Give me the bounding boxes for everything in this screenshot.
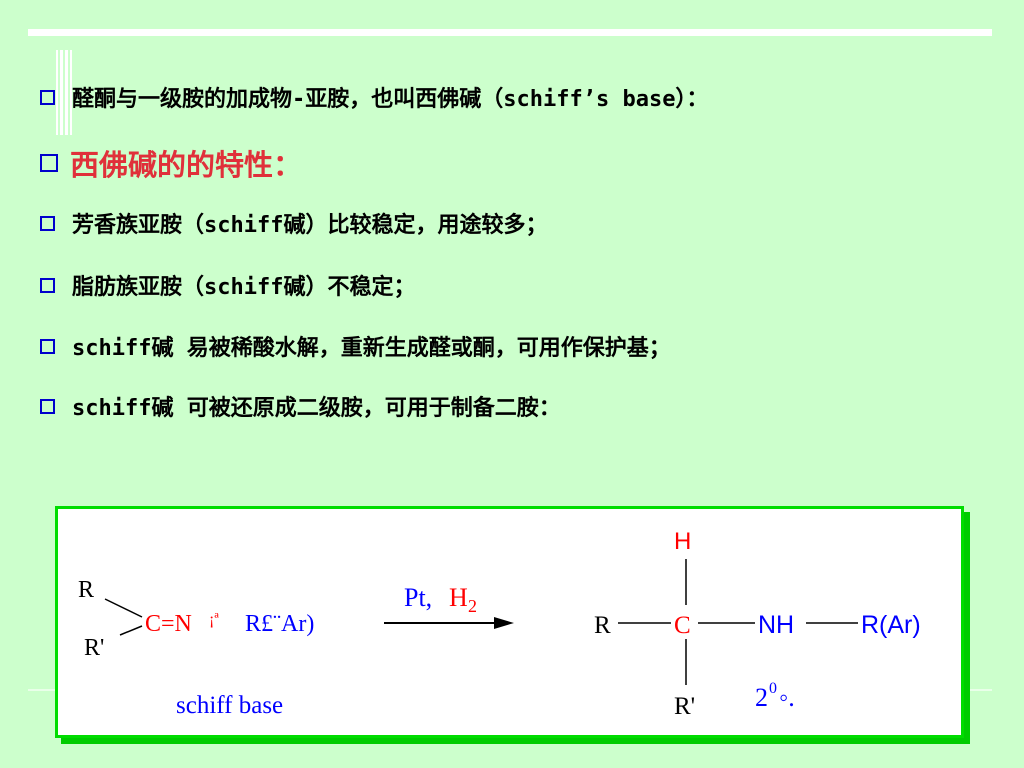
imine-group: C=N [145, 611, 192, 637]
reaction-arrow-icon [494, 617, 514, 629]
bullet-text: 脂肪族亚胺（schiff碱）不稳定； [72, 275, 416, 300]
bullet-text: 芳香族亚胺（schiff碱）比较稳定，用途较多； [72, 213, 548, 238]
bullet-item: schiff碱 易被稀酸水解，重新生成醛或酮，可用作保护基； [40, 330, 671, 362]
reagent-hydrogen: H [449, 583, 468, 612]
reagent-catalyst: Pt, [404, 583, 432, 612]
checkbox-bullet-icon [40, 338, 55, 354]
reactant-r-bottom: R' [84, 635, 104, 661]
imine-garbled-glyphs: ¡ª [209, 611, 219, 628]
checkbox-bullet-icon [40, 154, 58, 172]
bullet-item: schiff碱 可被还原成二级胺，可用于制备二胺： [40, 390, 561, 422]
reaction-diagram: R R' C=N ¡ª R£¨Ar) schiff base Pt, H 2 H… [55, 506, 964, 738]
schiff-base-caption: schiff base [176, 692, 283, 719]
checkbox-bullet-icon [40, 215, 55, 231]
bullet-item: 脂肪族亚胺（schiff碱）不稳定； [40, 269, 415, 301]
bullet-item-heading: 西佛碱的的特性： [40, 142, 302, 184]
bullet-heading-text: 西佛碱的的特性： [70, 148, 303, 182]
product-r-bottom: R' [674, 693, 695, 720]
product-r-left: R [594, 612, 611, 639]
product-nh: NH [758, 611, 794, 639]
reaction-scheme: R R' C=N ¡ª R£¨Ar) schiff base Pt, H 2 H… [78, 528, 921, 720]
checkbox-bullet-icon [40, 277, 55, 293]
imine-substituent: R£¨Ar) [245, 611, 314, 637]
reactant-r-top: R [78, 577, 94, 603]
bullet-item: 芳香族亚胺（schiff碱）比较稳定，用途较多； [40, 207, 547, 239]
checkbox-bullet-icon [40, 89, 55, 105]
reactant-bond-bottom [119, 625, 143, 636]
decorative-bars [56, 50, 72, 135]
product-carbon: C [674, 612, 691, 639]
reagent-hydrogen-subscript: 2 [468, 596, 477, 616]
product-label: 2 [755, 683, 768, 712]
bullet-text: schiff碱 易被稀酸水解，重新生成醛或酮，可用作保护基； [72, 336, 671, 361]
bullet-item: 醛酮与一级胺的加成物-亚胺，也叫西佛碱（schiff’s base）： [40, 81, 708, 113]
product-hydrogen: H [674, 528, 691, 555]
product-r-ar: R(Ar) [861, 611, 921, 639]
product-label-tail: ◦. [779, 683, 795, 712]
top-rule [28, 29, 992, 36]
checkbox-bullet-icon [40, 398, 55, 414]
reactant-bond-top [104, 598, 143, 618]
bullet-text: schiff碱 可被还原成二级胺，可用于制备二胺： [72, 396, 561, 421]
product-label-superscript: 0 [769, 680, 777, 697]
bullet-text: 醛酮与一级胺的加成物-亚胺，也叫西佛碱（schiff’s base）： [72, 87, 709, 112]
